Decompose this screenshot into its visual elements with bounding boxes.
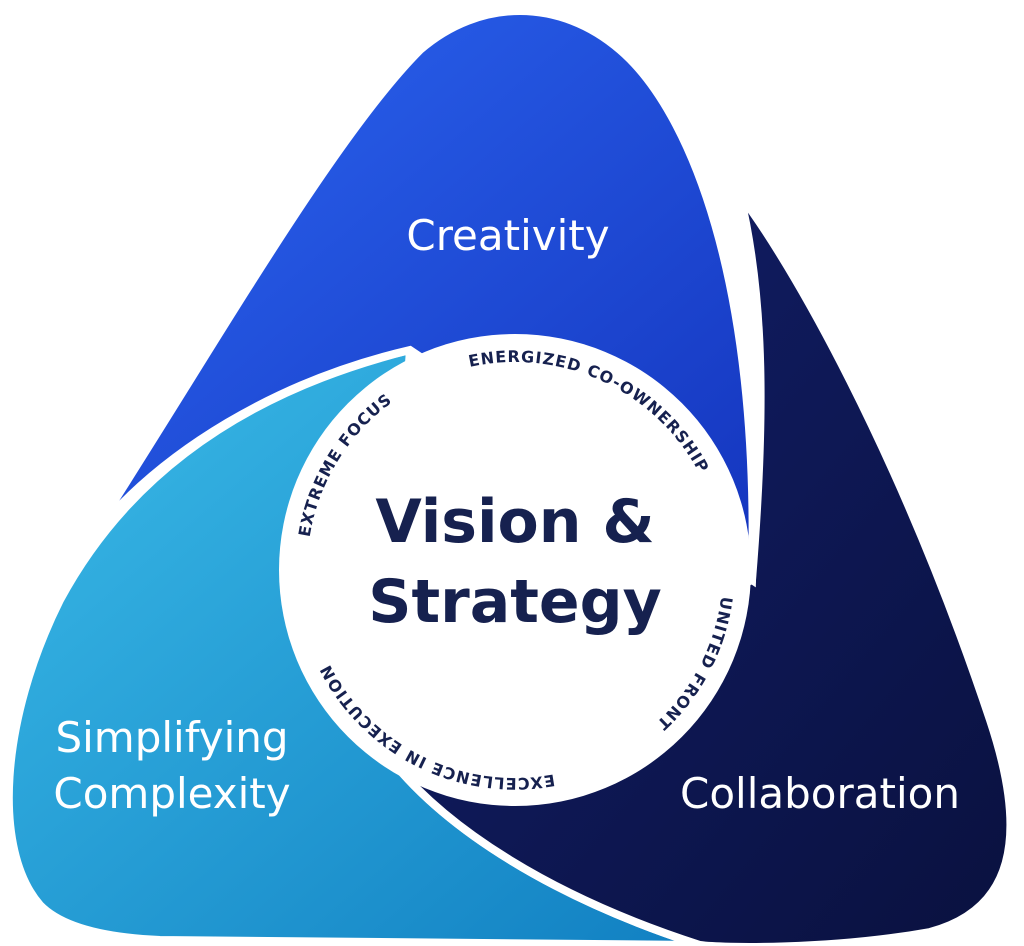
creativity-label: Creativity (406, 211, 609, 260)
complexity-label: Complexity (53, 769, 290, 818)
center-circle (279, 334, 751, 806)
collaboration-label: Collaboration (680, 769, 960, 818)
center-title-line1: Vision & (375, 487, 654, 557)
simplifying-label: Simplifying (55, 713, 288, 762)
center-title-line2: Strategy (368, 567, 661, 637)
